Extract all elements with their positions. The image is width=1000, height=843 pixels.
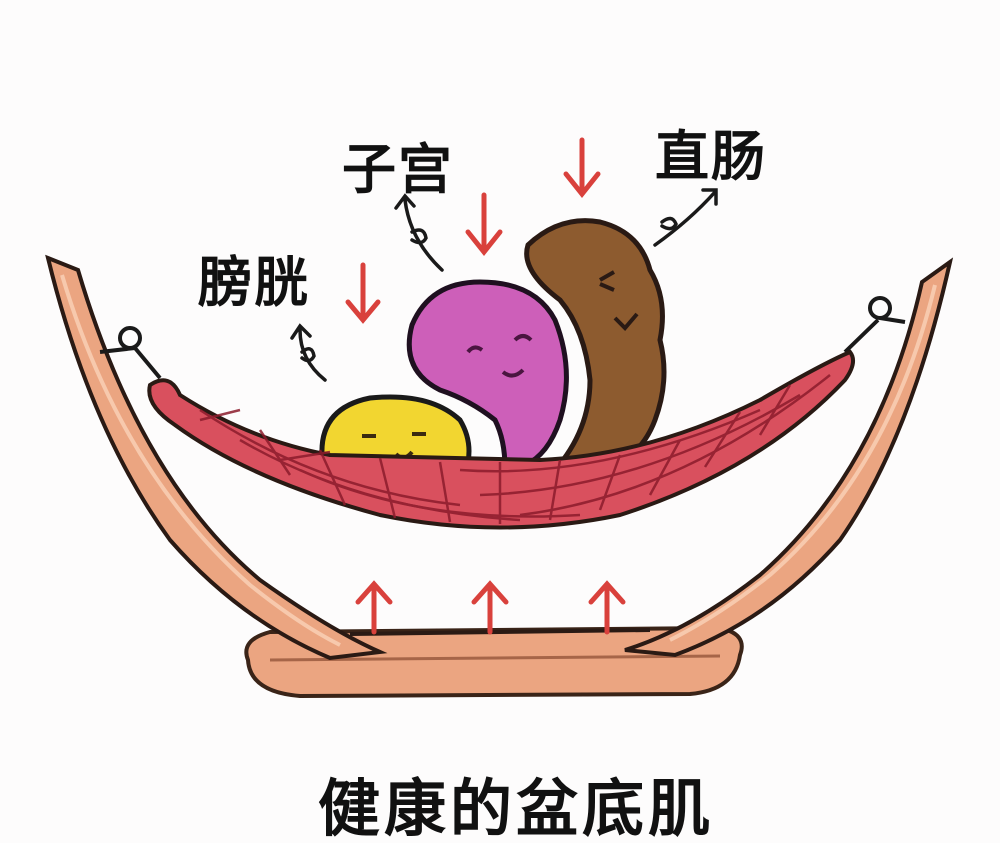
caption-title: 健康的盆底肌: [318, 772, 715, 843]
label-uterus: 子宫: [342, 138, 454, 201]
hammock-stand-left-pole: [45, 254, 388, 661]
bladder-character: [319, 394, 472, 465]
arrow-down-icon: [465, 192, 503, 257]
curly-arrow-icon: [290, 323, 327, 382]
curly-arrow-icon: [394, 193, 444, 272]
rectum-character: [524, 218, 667, 473]
hook-right-icon: [843, 296, 906, 354]
hook-left-icon: [99, 326, 162, 380]
arrow-up-icon: [471, 580, 509, 635]
arrow-down-icon: [345, 262, 381, 324]
curly-arrow-icon: [653, 188, 718, 247]
hammock-stand-right-pole: [624, 257, 954, 658]
hammock-stand-base: [244, 625, 744, 699]
label-bladder: 膀胱: [198, 251, 310, 314]
arrow-up-icon: [355, 580, 393, 635]
label-rectum: 直肠: [655, 125, 767, 188]
arrow-down-icon: [563, 137, 601, 199]
arrow-up-icon: [588, 580, 626, 635]
uterus-character: [406, 279, 569, 471]
hammock-net: [147, 349, 856, 530]
